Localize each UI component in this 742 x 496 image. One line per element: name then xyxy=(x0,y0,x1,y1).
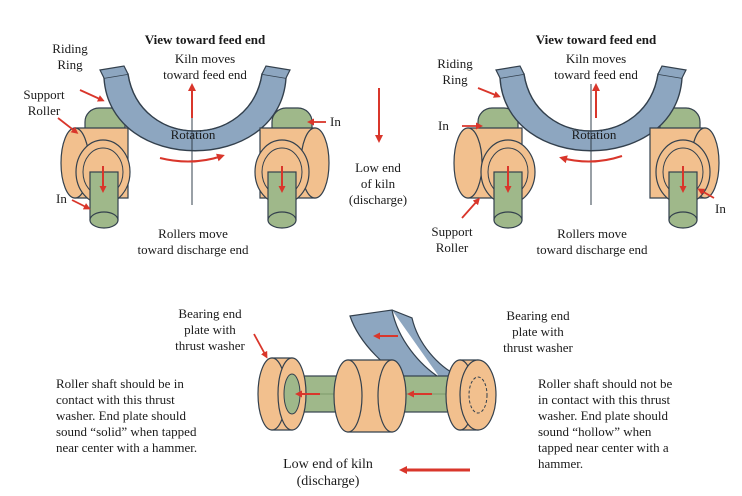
right-support-roller-label-2: Roller xyxy=(436,240,469,255)
center-low-end-label-1: Low end xyxy=(355,160,401,175)
left-support-roller-right xyxy=(254,127,330,229)
center-low-end-label-2: of kiln xyxy=(361,176,396,191)
bottom-note-right-line-4: sound “hollow” when xyxy=(538,424,652,439)
left-rollers-move-label-2: toward discharge end xyxy=(138,242,249,257)
bottom-note-right-line-5: tapped near center with a xyxy=(538,440,669,455)
left-support-roller-left xyxy=(60,127,131,229)
right-riding-ring-pointer xyxy=(477,87,501,98)
right-riding-ring-label-1: Riding xyxy=(437,56,473,71)
bottom-left-end-plate xyxy=(257,357,307,431)
bottom-note-right-line-6: hammer. xyxy=(538,456,583,471)
right-support-roller-right xyxy=(649,127,720,229)
right-rollers-move-label-2: toward discharge end xyxy=(537,242,648,257)
right-support-roller-pointer xyxy=(461,197,480,219)
left-rollers-move-label-1: Rollers move xyxy=(158,226,228,241)
right-rotation-label: Rotation xyxy=(572,127,617,142)
left-in-left-arrow xyxy=(71,199,91,210)
left-in-left-label: In xyxy=(56,191,67,206)
center-low-end-label-3: (discharge) xyxy=(349,192,407,207)
bottom-bearing-left-label-3: thrust washer xyxy=(175,338,245,353)
left-in-right-label: In xyxy=(330,114,341,129)
left-rotation-arrow xyxy=(159,153,225,163)
left-support-roller-pointer xyxy=(57,117,79,134)
right-in-left-label: In xyxy=(438,118,449,133)
left-kiln-moves-label-2: toward feed end xyxy=(163,67,247,82)
right-riding-ring-label-2: Ring xyxy=(442,72,468,87)
left-riding-ring-pointer xyxy=(79,89,105,102)
center-low-end: Low end of kiln (discharge) xyxy=(349,88,407,207)
bottom-note-left-line-5: near center with a hammer. xyxy=(56,440,197,455)
right-rotation-arrow xyxy=(559,155,623,164)
bottom-low-end-label-2: (discharge) xyxy=(297,474,360,489)
right-riding-ring xyxy=(495,65,687,152)
left-kiln-moves-label-1: Kiln moves xyxy=(175,51,235,66)
bottom-bearing-left-label-1: Bearing end xyxy=(178,306,242,321)
left-rotation-label: Rotation xyxy=(171,127,216,142)
left-view-title: View toward feed end xyxy=(145,32,266,47)
right-support-roller-label-1: Support xyxy=(431,224,473,239)
bottom-note-right-line-3: washer. End plate should xyxy=(538,408,668,423)
bottom-bearing-right-label-2: plate with xyxy=(512,324,564,339)
left-view: View toward feed end xyxy=(23,32,341,257)
bottom-center-roller xyxy=(333,359,407,433)
left-support-roller-label-2: Roller xyxy=(28,103,61,118)
bottom-note-right-line-1: Roller shaft should not be xyxy=(538,376,673,391)
bottom-bearing-right-label-3: thrust washer xyxy=(503,340,573,355)
bottom-note-right-line-2: in contact with this thrust xyxy=(538,392,671,407)
bottom-left-bearing-pointer xyxy=(253,333,268,359)
bottom-bearing-right-label-1: Bearing end xyxy=(506,308,570,323)
right-kiln-moves-label-1: Kiln moves xyxy=(566,51,626,66)
bottom-note-left-line-3: washer. End plate should xyxy=(56,408,186,423)
right-in-right-label: In xyxy=(715,201,726,216)
bottom-low-end-label-1: Low end of kiln xyxy=(283,457,373,472)
left-riding-ring-label-2: Ring xyxy=(57,57,83,72)
right-rollers-move-label-1: Rollers move xyxy=(557,226,627,241)
left-support-roller-label-1: Support xyxy=(23,87,65,102)
bottom-note-left-line-4: sound “solid” when tapped xyxy=(56,424,197,439)
right-in-right-arrow xyxy=(697,188,715,199)
bottom-bearing-left-label-2: plate with xyxy=(184,322,236,337)
left-riding-ring xyxy=(99,65,291,152)
bottom-right-end-plate xyxy=(445,359,497,431)
bottom-note-left-line-2: contact with this thrust xyxy=(56,392,175,407)
right-kiln-moves-label-2: toward feed end xyxy=(554,67,638,82)
bottom-note-left-line-1: Roller shaft should be in xyxy=(56,376,184,391)
right-view: View toward feed end xyxy=(431,32,726,257)
left-riding-ring-label-1: Riding xyxy=(52,41,88,56)
right-view-title: View toward feed end xyxy=(536,32,657,47)
bottom-assembly: Bearing end plate with thrust washer Bea… xyxy=(56,306,673,489)
